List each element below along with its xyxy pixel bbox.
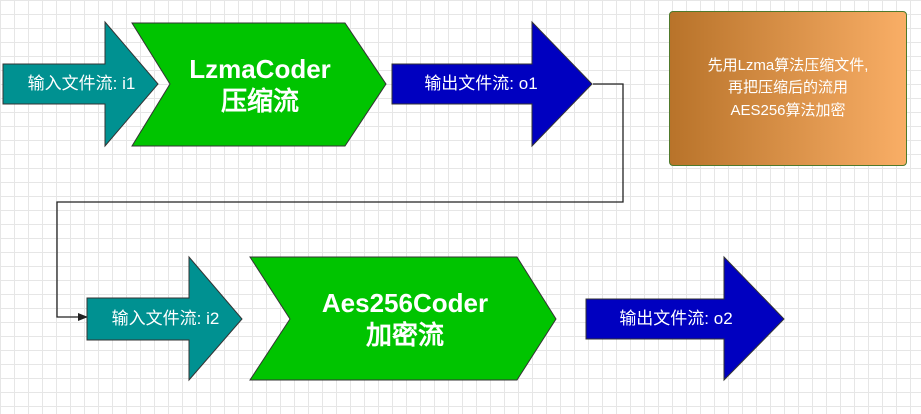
coder-label-lzma: LzmaCoder 压缩流: [165, 40, 355, 130]
coder-chevron-lzma[interactable]: [131, 22, 387, 147]
coder-chevron-aes[interactable]: [249, 256, 557, 381]
note-line-3: AES256算法加密: [730, 101, 846, 119]
input-arrow-i2[interactable]: [86, 255, 243, 382]
coder-subtitle-aes: 加密流: [365, 320, 444, 350]
note-line-2: 再把压缩后的流用: [727, 79, 848, 97]
output-arrow-o1[interactable]: [391, 20, 593, 148]
note-box[interactable]: 先用Lzma算法压缩文件, 再把压缩后的流用 AES256算法加密: [669, 11, 907, 166]
note-text: 先用Lzma算法压缩文件, 再把压缩后的流用 AES256算法加密: [708, 55, 869, 123]
coder-title-aes: Aes256Coder: [321, 287, 489, 318]
output-label-o1: 输出文件流: o1: [424, 74, 538, 94]
input-arrow-i1[interactable]: [2, 20, 159, 148]
connector-o1-to-i2: [56, 83, 624, 321]
input-label-i2: 输入文件流: i2: [111, 309, 220, 329]
output-arrow-o2[interactable]: [585, 255, 785, 382]
coder-title-lzma: LzmaCoder: [189, 53, 331, 84]
coder-subtitle-lzma: 压缩流: [220, 86, 299, 116]
coder-label-aes: Aes256Coder 加密流: [285, 274, 525, 364]
note-line-1: 先用Lzma算法压缩文件,: [707, 56, 869, 74]
input-label-i1: 输入文件流: i1: [27, 74, 136, 94]
output-label-o2: 输出文件流: o2: [619, 309, 733, 329]
